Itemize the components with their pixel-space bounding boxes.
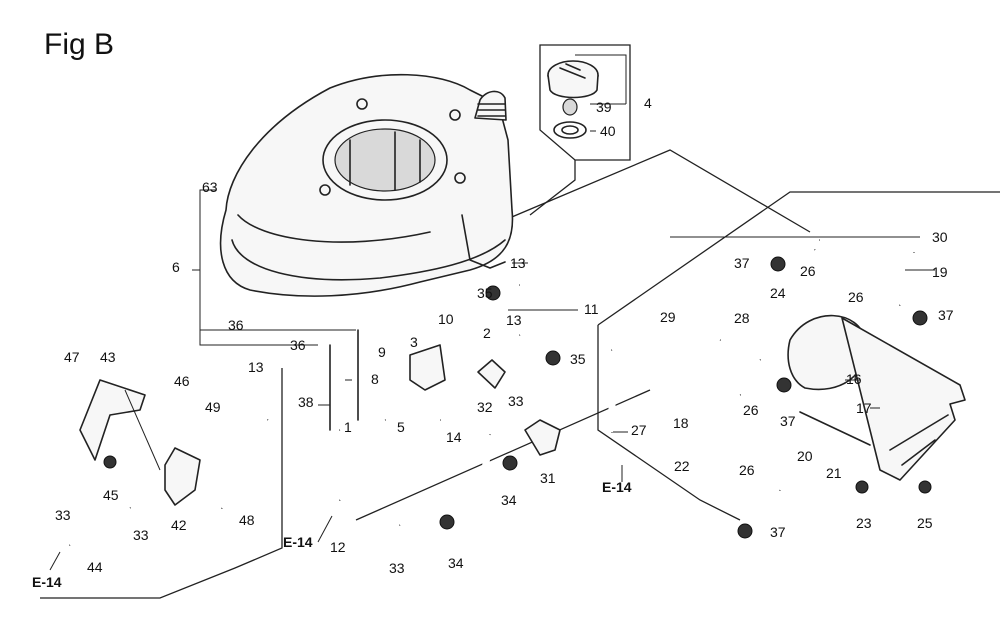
callout-8: 8 [371, 371, 379, 387]
callout-33-2: 33 [133, 527, 149, 543]
callout-48: 48 [239, 512, 255, 528]
callout-39: 39 [596, 99, 612, 115]
callout-33-1: 33 [508, 393, 524, 409]
figure-title: Fig B [44, 28, 114, 61]
callout-37-1: 37 [734, 255, 750, 271]
callout-36-1: 36 [228, 317, 244, 333]
callout-19: 19 [932, 264, 948, 280]
callout-12: 12 [330, 539, 346, 555]
callout-44: 44 [87, 559, 103, 575]
callout-26-1: 26 [800, 263, 816, 279]
callout-37-3: 37 [780, 413, 796, 429]
callout-22: 22 [674, 458, 690, 474]
callout-17: 17 [856, 400, 872, 416]
callout-11: 11 [584, 301, 599, 317]
callout-1: 1 [344, 419, 352, 435]
callout-3: 3 [410, 334, 418, 350]
callout-35-1: 35 [477, 285, 493, 301]
group-frames [40, 44, 1000, 599]
callout-43: 43 [100, 349, 116, 365]
callout-47: 47 [64, 349, 80, 365]
callout-28: 28 [734, 310, 750, 326]
callout-23: 23 [856, 515, 872, 531]
callout-25: 25 [917, 515, 933, 531]
callout-31: 31 [540, 470, 556, 486]
callout-63: 63 [202, 179, 218, 195]
callout-20: 20 [797, 448, 813, 464]
callout-26-2: 26 [848, 289, 864, 305]
callout-33-4: 33 [389, 560, 405, 576]
callout-26-4: 26 [739, 462, 755, 478]
callout-46: 46 [174, 373, 190, 389]
callout-35-2: 35 [570, 351, 586, 367]
callout-labels: 1234568910111213131314161718192021222324… [55, 95, 954, 576]
callout-37-4: 37 [770, 524, 786, 540]
callout-29: 29 [660, 309, 676, 325]
callout-21: 21 [826, 465, 842, 481]
callout-42: 42 [171, 517, 187, 533]
callout-49: 49 [205, 399, 221, 415]
callout-33-3: 33 [55, 507, 71, 523]
callout-16: 16 [846, 371, 862, 387]
callout-18: 18 [673, 415, 689, 431]
callout-13-1: 13 [510, 255, 526, 271]
leader-lines [124, 54, 935, 471]
callout-6: 6 [172, 259, 180, 275]
callout-34-2: 34 [448, 555, 464, 571]
callout-30: 30 [932, 229, 948, 245]
hose-clamps [103, 256, 932, 539]
e14-ref-2: E-14 [283, 534, 313, 550]
callout-14: 14 [446, 429, 462, 445]
callout-36-2: 36 [290, 337, 306, 353]
callout-5: 5 [397, 419, 405, 435]
callout-27: 27 [631, 422, 647, 438]
callout-13-3: 13 [248, 359, 264, 375]
callout-13-2: 13 [506, 312, 522, 328]
callout-40: 40 [600, 123, 616, 139]
callout-9: 9 [378, 344, 386, 360]
e14-ref-1: E-14 [602, 479, 632, 495]
callout-24: 24 [770, 285, 786, 301]
fuel-tank [219, 73, 514, 297]
callout-2: 2 [483, 325, 491, 341]
callout-4: 4 [644, 95, 652, 111]
callout-26-3: 26 [743, 402, 759, 418]
callout-32: 32 [477, 399, 493, 415]
callout-38: 38 [298, 394, 314, 410]
callout-34-1: 34 [501, 492, 517, 508]
e14-ref-3: E-14 [32, 574, 62, 590]
callout-10: 10 [438, 311, 454, 327]
fuel-cap [547, 60, 599, 139]
callout-37-2: 37 [938, 307, 954, 323]
e14-references: E-14 E-14 E-14 [32, 465, 632, 590]
callout-45: 45 [103, 487, 119, 503]
